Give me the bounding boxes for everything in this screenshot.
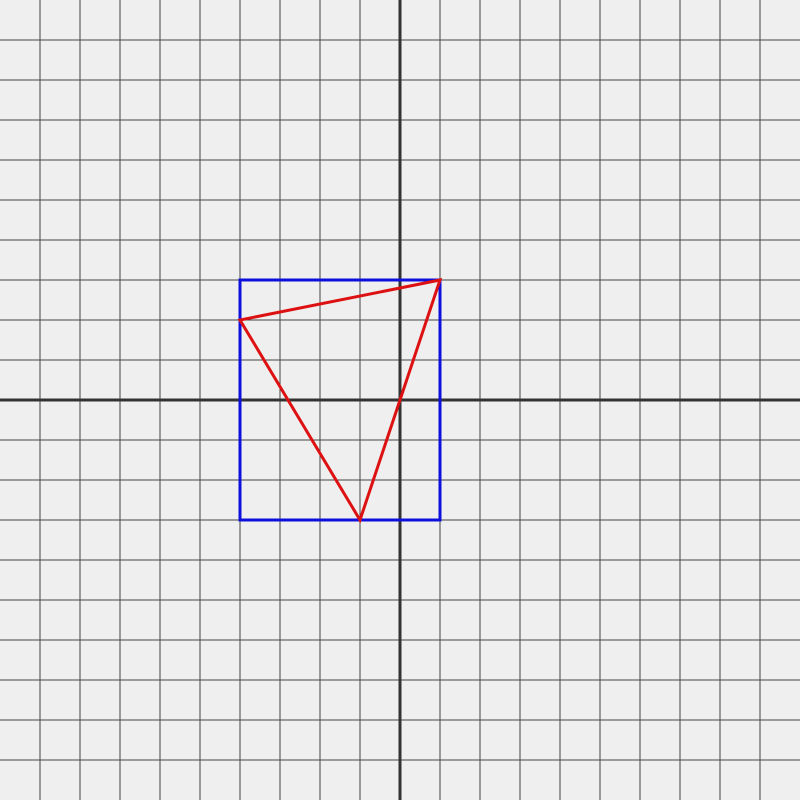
red-triangle: [237, 278, 443, 524]
blue-rectangle: [238, 278, 442, 522]
